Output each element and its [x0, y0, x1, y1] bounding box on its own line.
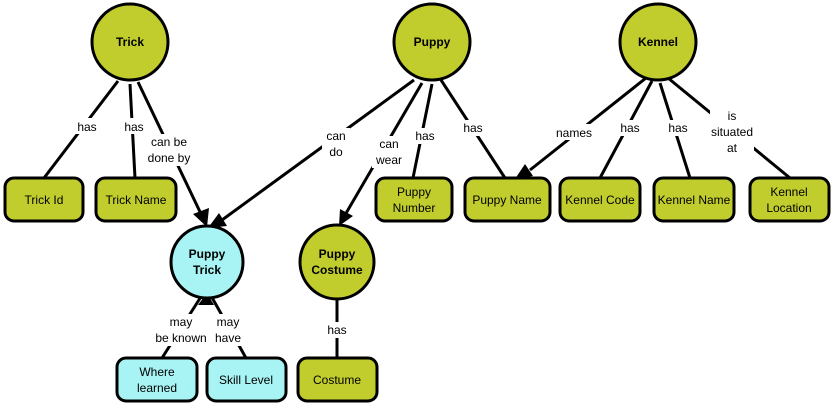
- attribute-costume-label: Costume: [313, 373, 361, 387]
- attribute-kennel-name[interactable]: Kennel Name: [652, 176, 736, 223]
- label-puppy-can-do-line1: can: [326, 129, 345, 143]
- label-puppy-can-wear-line1: can: [379, 137, 398, 151]
- label-pt-have: may have: [212, 314, 244, 346]
- attribute-where-learned[interactable]: Where learned: [115, 356, 199, 403]
- attribute-puppy-name[interactable]: Puppy Name: [463, 176, 552, 223]
- attribute-trick-name[interactable]: Trick Name: [94, 176, 178, 223]
- attribute-trick-name-label: Trick Name: [106, 193, 167, 207]
- label-kennel-situated-at-line1: is: [728, 109, 737, 123]
- attribute-trick-id-label: Trick Id: [25, 193, 64, 207]
- attribute-kennel-name-label: Kennel Name: [658, 193, 731, 207]
- label-trick-has-id: has: [74, 118, 100, 134]
- concept-trick[interactable]: Trick: [90, 2, 170, 82]
- label-trick-done-by-line2: done by: [148, 151, 191, 165]
- attribute-kennel-code[interactable]: Kennel Code: [558, 176, 642, 223]
- label-kennel-situated-at-line2: situated: [711, 125, 753, 139]
- arrowhead-puppy-puppy-costume: [339, 209, 353, 226]
- label-pt-known-line2: be known: [155, 331, 206, 345]
- label-kennel-has-name-text: has: [668, 121, 687, 135]
- label-puppy-has-number: has: [412, 128, 438, 144]
- label-pt-known: may be known: [155, 314, 208, 346]
- label-trick-has-name: has: [121, 118, 147, 134]
- label-kennel-situated-at: is situated at: [710, 108, 754, 156]
- concept-trick-label: Trick: [116, 35, 144, 49]
- attribute-costume[interactable]: Costume: [296, 356, 379, 403]
- label-trick-has-id-text: has: [77, 120, 96, 134]
- attribute-skill-level-label: Skill Level: [219, 373, 273, 387]
- arrowhead-puppy-puppy-trick: [208, 213, 227, 228]
- attribute-trick-id[interactable]: Trick Id: [3, 176, 85, 223]
- label-costume-has: has: [324, 322, 350, 338]
- concept-puppy-trick-line1: Puppy: [189, 247, 226, 261]
- attribute-puppy-name-label: Puppy Name: [472, 193, 542, 207]
- label-puppy-can-wear: can wear: [372, 136, 406, 168]
- attribute-puppy-number[interactable]: Puppy Number: [374, 176, 454, 223]
- label-puppy-has-name-text: has: [463, 121, 482, 135]
- attribute-kennel-location[interactable]: Kennel Location: [748, 176, 831, 223]
- label-kennel-has-code-text: has: [620, 121, 639, 135]
- label-puppy-has-number-text: has: [415, 129, 434, 143]
- label-trick-done-by: can be done by: [148, 134, 191, 166]
- label-kennel-has-name: has: [665, 120, 691, 136]
- attribute-puppy-number-line1: Puppy: [397, 185, 431, 199]
- label-kennel-names-text: names: [556, 126, 592, 140]
- edge-labels: has has can be done by can do can wear h…: [74, 108, 754, 346]
- label-costume-has-text: has: [327, 323, 346, 337]
- attribute-kennel-location-line1: Kennel: [770, 185, 807, 199]
- concept-puppy-trick-line2: Trick: [193, 263, 221, 277]
- label-puppy-has-name: has: [460, 120, 486, 136]
- concept-kennel-label: Kennel: [638, 35, 678, 49]
- attribute-puppy-number-line2: Number: [393, 201, 436, 215]
- label-pt-have-line1: may: [217, 315, 240, 329]
- edge-puppy-puppy-trick: [221, 78, 415, 222]
- label-trick-has-name-text: has: [124, 120, 143, 134]
- concept-puppy-costume[interactable]: Puppy Costume: [298, 223, 376, 301]
- concept-puppy-trick[interactable]: Puppy Trick: [169, 224, 245, 300]
- label-kennel-situated-at-line3: at: [727, 141, 738, 155]
- attribute-where-learned-line1: Where: [139, 365, 175, 379]
- attribute-where-learned-line2: learned: [137, 381, 177, 395]
- arrowhead-trick-puppy-trick: [193, 208, 209, 227]
- label-puppy-can-wear-line2: wear: [375, 153, 402, 167]
- concept-puppy-label: Puppy: [414, 35, 451, 49]
- label-pt-have-line2: have: [215, 331, 241, 345]
- concept-puppy[interactable]: Puppy: [392, 2, 472, 82]
- concept-kennel[interactable]: Kennel: [618, 2, 698, 82]
- concept-puppy-costume-line2: Costume: [311, 263, 363, 277]
- label-trick-done-by-line1: can be: [151, 135, 187, 149]
- attribute-skill-level[interactable]: Skill Level: [205, 356, 288, 403]
- label-puppy-can-do-line2: do: [329, 145, 343, 159]
- arrowhead-kennel-puppy-name: [515, 164, 533, 179]
- label-pt-known-line1: may: [170, 315, 193, 329]
- attribute-kennel-code-label: Kennel Code: [565, 193, 635, 207]
- attribute-kennel-location-line2: Location: [766, 201, 811, 215]
- label-puppy-can-do: can do: [322, 128, 350, 160]
- label-kennel-names: names: [553, 124, 595, 140]
- concept-puppy-costume-line1: Puppy: [319, 247, 356, 261]
- label-kennel-has-code: has: [617, 120, 643, 136]
